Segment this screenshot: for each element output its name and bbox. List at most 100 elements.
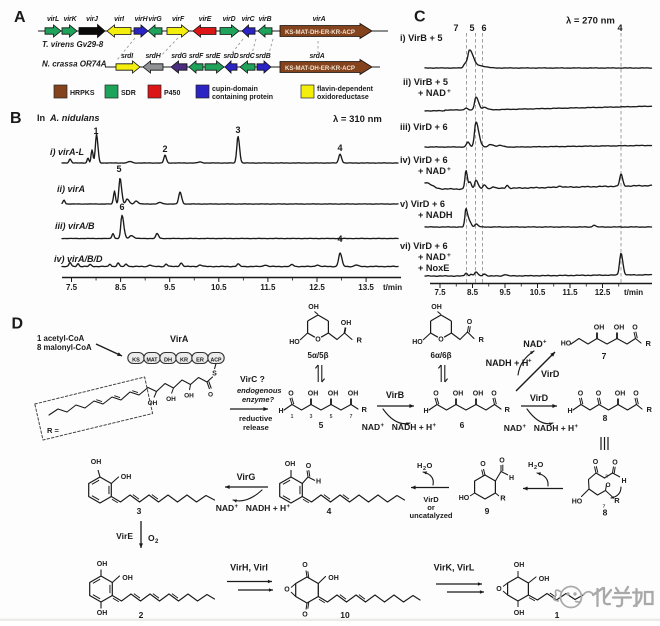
svg-text:DH: DH xyxy=(164,358,172,364)
svg-text:ER: ER xyxy=(196,358,204,364)
svg-text:+: + xyxy=(381,423,385,429)
svg-text:7: 7 xyxy=(453,23,458,33)
svg-text:reductive: reductive xyxy=(239,414,272,423)
svg-text:O: O xyxy=(467,319,473,326)
svg-text:10.5: 10.5 xyxy=(530,288,546,297)
svg-text:O: O xyxy=(302,562,308,569)
svg-text:OH: OH xyxy=(308,391,319,398)
svg-text:T. virens Gv29-8: T. virens Gv29-8 xyxy=(42,40,104,49)
svg-text:ii) virA: ii) virA xyxy=(57,184,85,194)
svg-text:2: 2 xyxy=(534,465,537,471)
svg-text:ii) VirB + 5: ii) VirB + 5 xyxy=(403,77,448,87)
svg-text:HRPKS: HRPKS xyxy=(70,90,95,97)
svg-text:OH: OH xyxy=(97,610,108,617)
svg-text:i) VirB + 5: i) VirB + 5 xyxy=(400,33,442,43)
svg-text:In: In xyxy=(37,113,46,123)
svg-text:2: 2 xyxy=(423,466,426,472)
svg-text:7: 7 xyxy=(603,504,606,510)
svg-text:virB: virB xyxy=(259,16,272,23)
svg-text:12.5: 12.5 xyxy=(595,288,611,297)
svg-text:SDR: SDR xyxy=(121,90,136,97)
svg-text:H: H xyxy=(528,460,533,469)
svg-text:iii) VirD + 6: iii) VirD + 6 xyxy=(400,122,448,132)
svg-text:H: H xyxy=(509,475,514,482)
svg-text:NADH + H: NADH + H xyxy=(392,422,432,432)
svg-text:KS: KS xyxy=(132,358,140,364)
svg-text:R: R xyxy=(357,336,363,345)
svg-text:endogenous: endogenous xyxy=(237,386,282,395)
svg-text:or: or xyxy=(427,503,435,512)
svg-text:A: A xyxy=(14,9,26,26)
svg-text:virF: virF xyxy=(172,16,185,23)
svg-text:NAD: NAD xyxy=(216,503,234,513)
svg-text:C: C xyxy=(414,9,426,26)
svg-text:OH: OH xyxy=(453,391,464,398)
svg-text:iv) VirD + 6: iv) VirD + 6 xyxy=(400,155,448,165)
svg-text:9: 9 xyxy=(485,506,490,516)
svg-text:6: 6 xyxy=(460,420,465,430)
svg-text:srdC: srdC xyxy=(239,53,255,60)
svg-text:OH: OH xyxy=(97,561,108,568)
svg-text:+: + xyxy=(523,424,527,430)
svg-text:O: O xyxy=(148,533,155,543)
svg-text:5: 5 xyxy=(319,420,324,430)
svg-text:O: O xyxy=(578,391,584,398)
svg-text:+: + xyxy=(528,359,532,365)
svg-text:release: release xyxy=(243,423,269,432)
svg-text:OH: OH xyxy=(166,396,176,403)
svg-text:virJ: virJ xyxy=(86,16,98,23)
svg-text:VirE: VirE xyxy=(116,531,133,541)
svg-text:KS-MAT-DH-ER-KR-ACP: KS-MAT-DH-ER-KR-ACP xyxy=(285,29,355,36)
svg-text:10: 10 xyxy=(340,610,350,620)
svg-text:iv) virA/B/D: iv) virA/B/D xyxy=(54,254,103,264)
svg-text:HO: HO xyxy=(289,339,300,346)
svg-text:OH: OH xyxy=(348,391,359,398)
svg-text:3: 3 xyxy=(235,125,240,135)
svg-text:A. nidulans: A. nidulans xyxy=(49,113,100,123)
svg-text:O: O xyxy=(306,463,312,470)
svg-text:H: H xyxy=(278,408,283,415)
svg-text:H: H xyxy=(423,408,428,415)
svg-text:H: H xyxy=(316,479,321,486)
svg-text:virC: virC xyxy=(242,16,256,23)
svg-text:t/min: t/min xyxy=(624,288,643,297)
svg-text:OH: OH xyxy=(341,320,352,327)
svg-text:virK: virK xyxy=(64,16,78,23)
svg-text:vi) VirD + 6: vi) VirD + 6 xyxy=(400,241,448,251)
svg-text:+: + xyxy=(543,340,547,346)
svg-text:i) virA-L: i) virA-L xyxy=(50,147,84,157)
svg-text:srdF: srdF xyxy=(189,53,204,60)
svg-text:VirD: VirD xyxy=(423,495,439,504)
svg-text:R: R xyxy=(647,405,653,414)
svg-text:OH: OH xyxy=(614,325,625,332)
svg-text:λ = 270 nm: λ = 270 nm xyxy=(566,16,615,27)
svg-text:9.5: 9.5 xyxy=(499,288,511,297)
svg-text:MAT: MAT xyxy=(147,358,159,364)
svg-text:O: O xyxy=(612,460,618,467)
svg-text:containing protein: containing protein xyxy=(212,94,273,101)
svg-text:NADH + H: NADH + H xyxy=(486,358,529,368)
svg-text:enzyme?: enzyme? xyxy=(242,395,275,404)
svg-text:HO: HO xyxy=(412,339,423,346)
svg-text:srdG: srdG xyxy=(171,53,187,60)
svg-text:R: R xyxy=(479,335,485,344)
svg-text:O: O xyxy=(427,461,433,470)
svg-text:oxidoreductase: oxidoreductase xyxy=(317,94,369,101)
svg-text:1: 1 xyxy=(291,414,294,420)
svg-text:VirA: VirA xyxy=(170,334,189,344)
svg-text:8 malonyl-CoA: 8 malonyl-CoA xyxy=(37,343,92,352)
svg-text:OH: OH xyxy=(121,474,132,481)
svg-text:OH: OH xyxy=(184,393,194,400)
svg-text:virH: virH xyxy=(135,16,149,23)
svg-text:2: 2 xyxy=(155,539,159,545)
svg-text:5: 5 xyxy=(116,164,121,174)
svg-text:+ NAD: + NAD xyxy=(418,166,446,176)
svg-text:OH: OH xyxy=(431,304,442,311)
svg-text:O: O xyxy=(433,391,439,398)
svg-text:7: 7 xyxy=(602,351,607,361)
svg-text:R =: R = xyxy=(47,426,60,435)
svg-text:5: 5 xyxy=(330,414,333,420)
svg-text:O: O xyxy=(302,612,308,619)
svg-text:+: + xyxy=(447,252,451,259)
svg-text:OH: OH xyxy=(514,610,525,617)
